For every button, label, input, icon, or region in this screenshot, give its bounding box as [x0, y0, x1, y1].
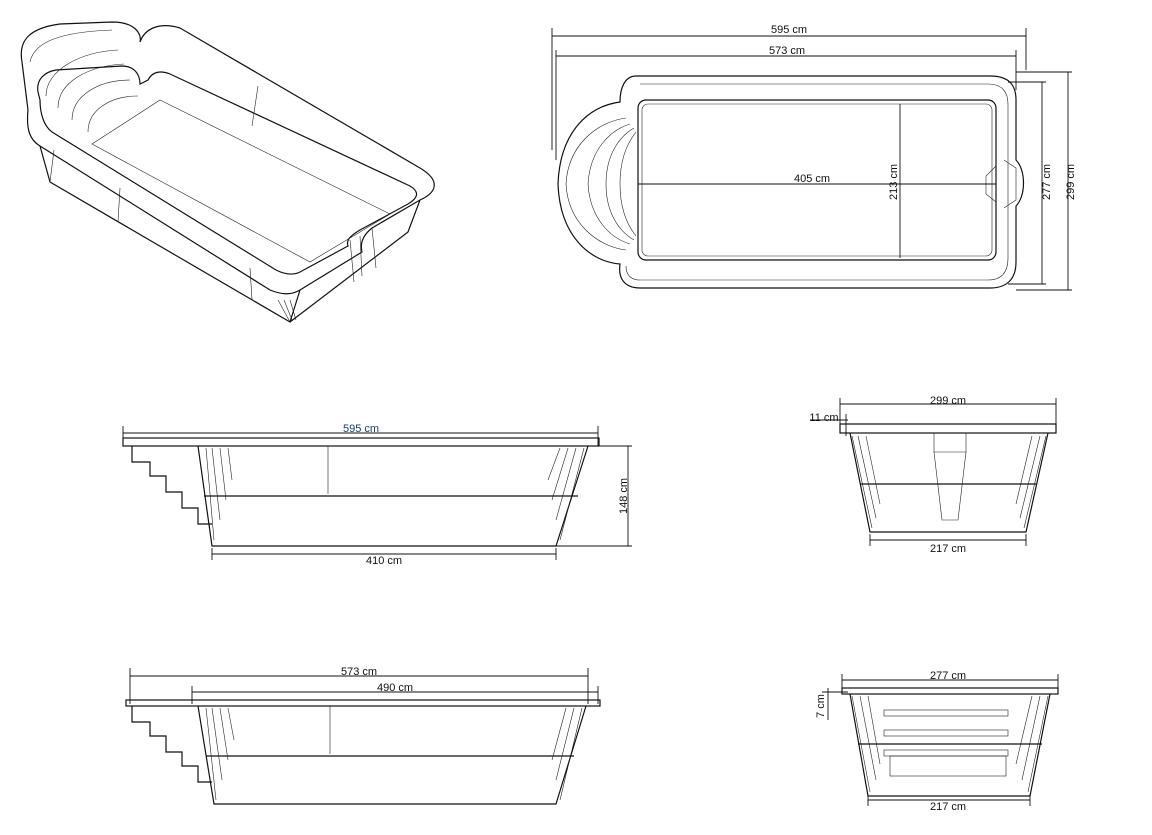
top-outer-width-label: 299 cm — [1065, 164, 1077, 200]
section-inner-length-label: 573 cm — [341, 666, 377, 678]
end-b-rim-label: 7 cm — [815, 694, 827, 718]
top-inner-width-label: 277 cm — [1041, 164, 1053, 200]
top-basin-width-label: 213 cm — [888, 164, 900, 200]
end-a-top-width-label: 299 cm — [930, 395, 966, 407]
isometric-view — [20, 21, 435, 323]
top-basin-length-label: 405 cm — [794, 173, 830, 185]
section-view — [125, 668, 601, 805]
top-view — [551, 28, 1072, 291]
end-b-bottom-width-label: 217 cm — [930, 801, 966, 813]
side-top-length-label: 595 cm — [343, 423, 379, 435]
section-basin-length-label: 490 cm — [377, 682, 413, 694]
end-view-b — [822, 674, 1059, 806]
top-outer-length-label: 595 cm — [771, 24, 807, 36]
end-view-a — [810, 398, 1057, 546]
side-view — [122, 426, 632, 560]
end-a-rim-label: 11 cm — [809, 412, 838, 424]
end-a-bottom-width-label: 217 cm — [930, 543, 966, 555]
side-depth-label: 148 cm — [618, 478, 630, 514]
top-inner-length-label: 573 cm — [769, 45, 805, 57]
side-bottom-length-label: 410 cm — [366, 555, 402, 567]
end-b-top-width-label: 277 cm — [930, 670, 966, 682]
